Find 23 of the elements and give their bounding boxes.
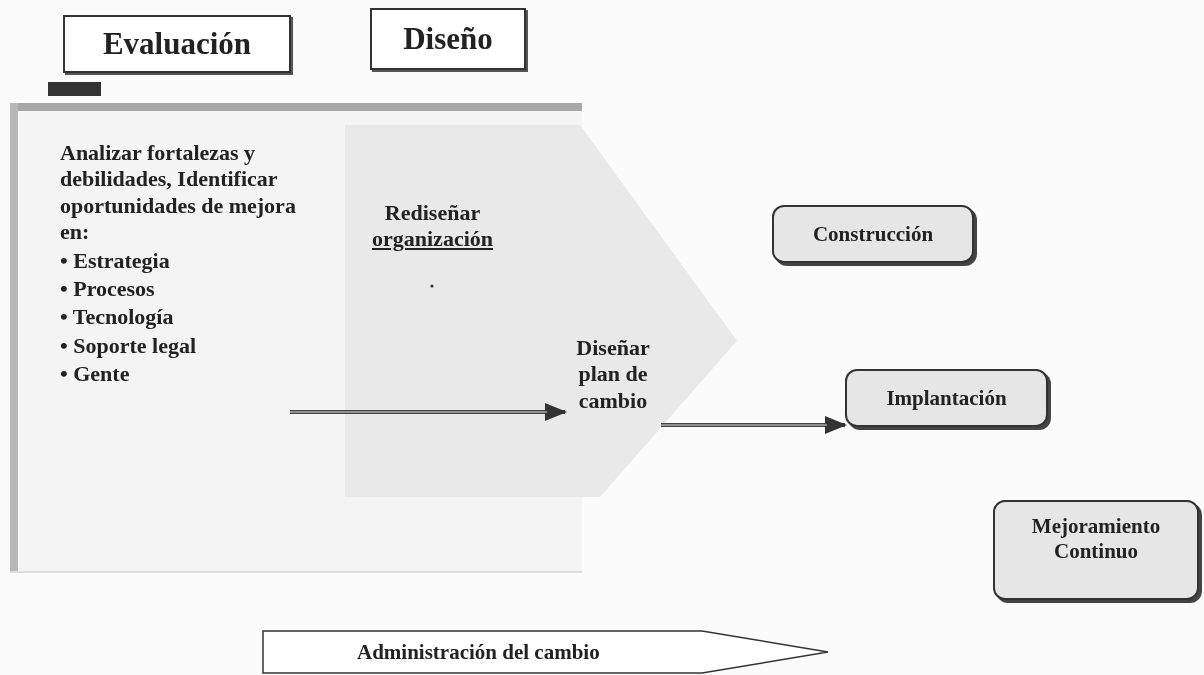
phase-box — [993, 500, 1199, 600]
box-label: Diseño — [403, 21, 493, 57]
step-text: organización — [371, 226, 494, 253]
step-text: Diseñar plan de cambio — [565, 335, 661, 425]
bullet-item: • Soporte legal — [60, 332, 197, 360]
arrow — [660, 416, 847, 434]
phase-box — [772, 205, 974, 263]
box-label: Evaluación — [102, 26, 252, 62]
box-label: Construcción — [812, 221, 934, 247]
bullet-item: • Tecnología — [60, 304, 174, 331]
box-label: Mejoramiento Continuo — [1030, 514, 1162, 564]
phase-box — [845, 369, 1048, 427]
stage-box — [370, 8, 526, 70]
step-text: Rediseñar — [383, 200, 482, 227]
bullet-item: • Estrategia — [60, 247, 170, 274]
arrow — [289, 403, 567, 421]
arrow-label: Administración del cambio — [357, 639, 600, 665]
stage-box — [63, 15, 291, 73]
intro-text: Analizar fortalezas y debilidades, Identificar oportunidades de mejora en: — [60, 140, 297, 246]
box-label: Implantación — [886, 385, 1007, 411]
chevron-shape — [345, 125, 737, 497]
bullet-item: • Gente — [60, 361, 130, 388]
bullet-item: • Procesos — [60, 275, 155, 303]
